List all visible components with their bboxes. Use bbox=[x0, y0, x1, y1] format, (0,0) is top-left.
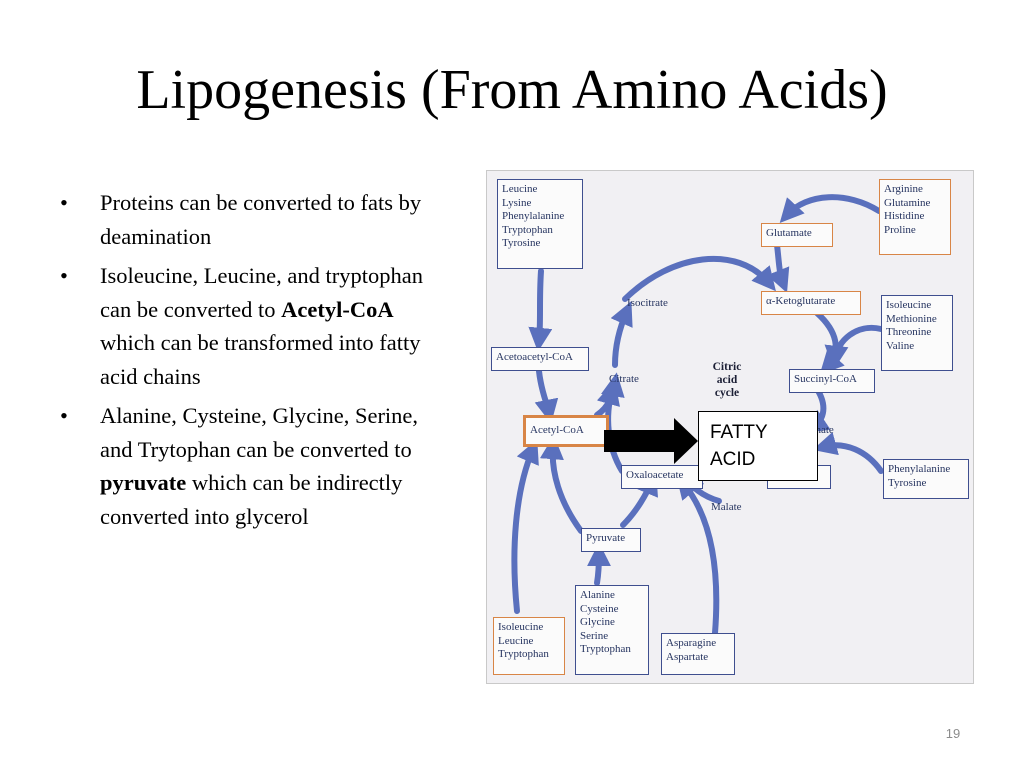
bullet-item: • Isoleucine, Leucine, and tryptophan ca… bbox=[58, 259, 438, 393]
arrow-acetoacetyl-acetyl bbox=[534, 368, 559, 424]
box-line: Glycine bbox=[580, 616, 615, 628]
bullet-bold-term: pyruvate bbox=[100, 470, 187, 495]
box-line: Serine bbox=[580, 629, 609, 642]
bullet-text: Proteins can be converted to fats by dea… bbox=[100, 190, 422, 249]
bullet-marker: • bbox=[60, 263, 68, 288]
acetoacetyl-coa-box: Acetoacetyl-CoA bbox=[491, 347, 589, 371]
leucine-group-box: Leucine Lysine Phenylalanine Tryptophan … bbox=[497, 179, 583, 269]
isoleucine-group-box: Isoleucine Methionine Threonine Valine bbox=[881, 295, 953, 371]
glutamate-box: Glutamate bbox=[761, 223, 833, 247]
box-line: Leucine bbox=[502, 183, 538, 195]
citrate-label: Citrate bbox=[609, 373, 639, 385]
arrow-asparagine-oxaloacetate bbox=[676, 474, 720, 636]
bullet-bold-term: Acetyl-CoA bbox=[281, 296, 394, 322]
cycle-label-line: cycle bbox=[714, 387, 740, 399]
isoleucine-leucine-group-box: Isoleucine Leucine Tryptophan bbox=[493, 617, 565, 675]
bullet-text: which can be indirectly converted into g… bbox=[100, 470, 403, 529]
pyruvate-box: Pyruvate bbox=[581, 528, 641, 552]
box-line: Valine bbox=[886, 339, 915, 352]
bullet-marker: • bbox=[60, 403, 68, 428]
bullet-marker: • bbox=[60, 190, 68, 215]
citric-acid-cycle-label: Citric acid cycle bbox=[697, 361, 757, 400]
box-line: Tryptophan bbox=[502, 223, 553, 236]
box-line: Tyrosine bbox=[502, 237, 541, 249]
isocitrate-label: Isocitrate bbox=[627, 297, 668, 309]
box-line: Histidine bbox=[884, 210, 925, 222]
slide-title: Lipogenesis (From Amino Acids) bbox=[136, 59, 888, 121]
cycle-arrow-citrate-isocitrate bbox=[610, 301, 633, 368]
pathway-arrows bbox=[511, 194, 884, 636]
arrow-phenylalanine-fumarate bbox=[812, 431, 884, 474]
fatty-acid-callout: FATTY ACID bbox=[698, 411, 818, 481]
arrow-glutamate-ketoglutarate bbox=[766, 242, 790, 294]
arrow-pyruvate-acetyl bbox=[539, 435, 584, 534]
arrow-arginine-glutamate bbox=[779, 194, 882, 223]
arginine-group-box: Arginine Glutamine Histidine Proline bbox=[879, 179, 951, 255]
box-line: Threonine bbox=[886, 326, 932, 338]
cycle-label-line: Citric bbox=[712, 361, 742, 373]
arrow-acetyl-citrate bbox=[594, 372, 625, 418]
box-line: Tryptophan bbox=[580, 643, 631, 655]
arrow-leucine-acetoacetyl bbox=[528, 268, 553, 352]
page-number: 19 bbox=[945, 726, 961, 741]
fatty-acid-arrow-icon bbox=[604, 418, 698, 464]
succinyl-coa-box: Succinyl-CoA bbox=[789, 369, 875, 393]
bullet-list: • Proteins can be converted to fats by d… bbox=[58, 186, 438, 539]
phenylalanine-group-box: Phenylalanine Tyrosine bbox=[883, 459, 969, 499]
callout-line: FATTY bbox=[710, 422, 768, 443]
bullet-item: • Alanine, Cysteine, Glycine, Serine, an… bbox=[58, 399, 438, 533]
bullet-text: which can be transformed into fatty acid… bbox=[100, 330, 421, 389]
asparagine-group-box: Asparagine Aspartate bbox=[661, 633, 735, 675]
box-line: Arginine bbox=[884, 183, 923, 195]
box-line: Cysteine bbox=[580, 602, 619, 615]
box-line: Isoleucine bbox=[886, 299, 932, 311]
box-line: Leucine bbox=[498, 634, 534, 647]
ketoglutarate-box: α-Ketoglutarate bbox=[761, 291, 861, 315]
box-line: Tryptophan bbox=[498, 648, 549, 660]
box-line: Methionine bbox=[886, 312, 937, 325]
box-line: Lysine bbox=[502, 196, 532, 209]
oxaloacetate-box: Oxaloacetate bbox=[621, 465, 703, 489]
bullet-text: Isoleucine, Leucine, and tryptophan can … bbox=[100, 263, 424, 322]
alanine-group-box: Alanine Cysteine Glycine Serine Tryptoph… bbox=[575, 585, 649, 675]
cycle-label-line: acid bbox=[716, 374, 738, 386]
box-line: Phenylalanine bbox=[502, 210, 565, 222]
bullet-text: Alanine, Cysteine, Glycine, Serine, and … bbox=[100, 403, 419, 462]
box-line: Alanine bbox=[580, 589, 615, 601]
cycle-arrow-isocitrate-ketoglutarate bbox=[622, 255, 776, 302]
callout-line: ACID bbox=[710, 449, 756, 470]
box-line: Isoleucine bbox=[498, 621, 544, 633]
arrow-isoleucine-succinyl bbox=[824, 324, 884, 370]
box-line: Phenylalanine bbox=[888, 463, 951, 475]
arrow-isoleucine-leucine-acetyl bbox=[511, 439, 539, 614]
box-line: Aspartate bbox=[666, 650, 709, 663]
box-line: Proline bbox=[884, 223, 916, 236]
arrow-alanine-pyruvate bbox=[586, 542, 611, 586]
box-line: Tyrosine bbox=[888, 476, 927, 489]
bullet-item: • Proteins can be converted to fats by d… bbox=[58, 186, 438, 253]
box-line: Glutamine bbox=[884, 196, 931, 209]
box-line: Asparagine bbox=[666, 637, 717, 649]
malate-label: Malate bbox=[711, 501, 742, 513]
acetyl-coa-box: Acetyl-CoA bbox=[523, 415, 609, 447]
